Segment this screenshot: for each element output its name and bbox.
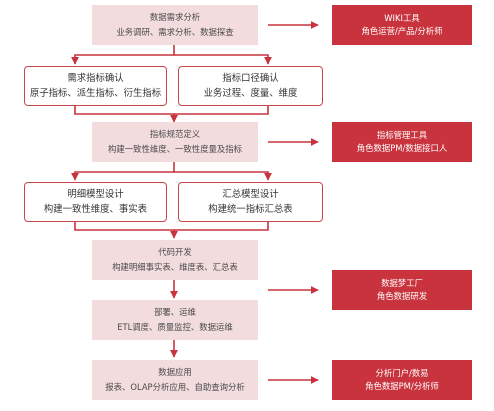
branch-requirement-metric-confirm: 需求指标确认 原子指标、派生指标、衍生指标 xyxy=(24,66,167,106)
step-title: 数据应用 xyxy=(158,367,192,377)
step-detail: 报表、OLAP分析应用、自助查询分析 xyxy=(105,382,245,392)
connector-row1-to-step2 xyxy=(74,106,178,123)
tool-analytics-portal: 分析门户/数易 角色数据PM/分析师 xyxy=(332,360,472,400)
tool-name: 数据梦工厂 xyxy=(381,278,423,288)
connector-step1-to-row1-right xyxy=(174,54,272,65)
connector-row2-to-step3 xyxy=(74,222,178,239)
step-code-development: 代码开发 构建明细事实表、维度表、汇总表 xyxy=(92,240,258,280)
connector-row2-right-to-step3 xyxy=(174,222,269,231)
connector-step1-to-row1 xyxy=(71,45,175,65)
step-requirement-analysis: 数据需求分析 业务调研、需求分析、数据探查 xyxy=(92,5,258,45)
branch-title: 明细模型设计 xyxy=(67,189,124,200)
branch-title: 汇总模型设计 xyxy=(222,189,279,200)
branch-detail: 业务过程、度量、维度 xyxy=(203,88,298,99)
tool-name: WIKI工具 xyxy=(384,13,420,23)
tool-roles: 角色数据PM/数据接口人 xyxy=(356,143,448,153)
branch-metric-caliber-confirm: 指标口径确认 业务过程、度量、维度 xyxy=(178,66,323,106)
connector-row1-right-to-step2 xyxy=(174,106,269,115)
branch-detail: 构建一致性维度、事实表 xyxy=(43,204,148,215)
step-detail: ETL调度、质量监控、数据运维 xyxy=(117,322,233,332)
tool-name: 指标管理工具 xyxy=(376,130,428,140)
tool-roles: 角色运营/产品/分析师 xyxy=(361,26,443,36)
step-detail: 构建一致性维度、一致性度量及指标 xyxy=(108,144,242,154)
step-detail: 业务调研、需求分析、数据探查 xyxy=(116,27,234,37)
tool-name: 分析门户/数易 xyxy=(375,368,429,378)
step-detail: 构建明细事实表、维度表、汇总表 xyxy=(112,262,238,272)
tool-data-dream-factory: 数据梦工厂 角色数据研发 xyxy=(332,270,472,310)
branch-detail: 构建统一指标汇总表 xyxy=(208,204,293,215)
branch-detail-model-design: 明细模型设计 构建一致性维度、事实表 xyxy=(24,182,167,222)
step-title: 代码开发 xyxy=(158,247,192,257)
connector-step2-to-row2 xyxy=(71,162,175,181)
branch-title: 需求指标确认 xyxy=(67,73,124,84)
tool-wiki: WIKI工具 角色运营/产品/分析师 xyxy=(332,5,472,45)
step-title: 数据需求分析 xyxy=(149,12,201,22)
step-title: 指标规范定义 xyxy=(149,129,201,139)
step-metric-spec: 指标规范定义 构建一致性维度、一致性度量及指标 xyxy=(92,122,258,162)
step-data-application: 数据应用 报表、OLAP分析应用、自助查询分析 xyxy=(92,360,258,400)
connector-step2-to-row2-right xyxy=(174,171,272,181)
step-deploy-operations: 部署、运维 ETL调度、质量监控、数据运维 xyxy=(92,300,258,340)
branch-detail: 原子指标、派生指标、衍生指标 xyxy=(29,88,162,99)
tool-roles: 角色数据研发 xyxy=(376,291,428,301)
branch-summary-model-design: 汇总模型设计 构建统一指标汇总表 xyxy=(178,182,323,222)
branch-title: 指标口径确认 xyxy=(222,73,279,84)
tool-metric-management: 指标管理工具 角色数据PM/数据接口人 xyxy=(332,122,472,162)
step-title: 部署、运维 xyxy=(154,307,196,317)
tool-roles: 角色数据PM/分析师 xyxy=(365,381,439,391)
